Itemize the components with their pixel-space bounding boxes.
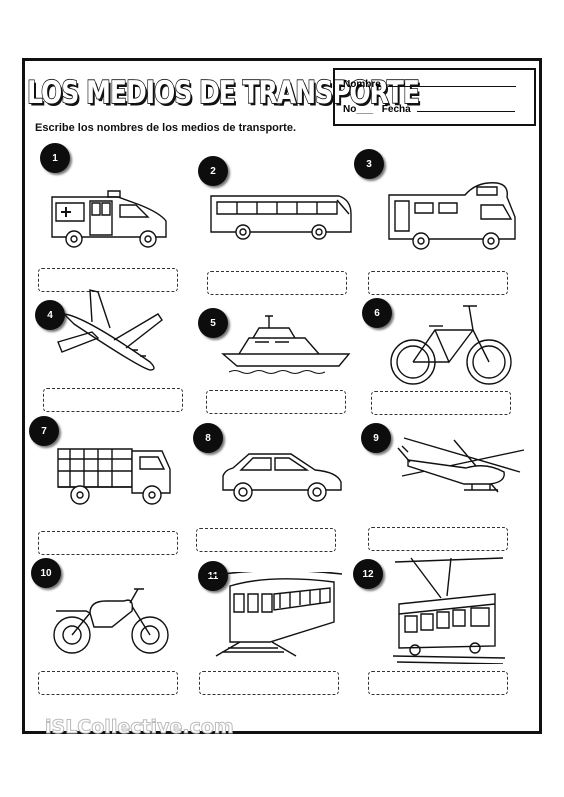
item-number-badge: 9 [361,423,391,453]
answer-box[interactable] [368,271,508,295]
name-label: Nombre [343,79,381,90]
boat-icon [219,310,353,376]
date-label: Fecha [381,104,411,115]
number-label: No___ [343,104,374,115]
truck-icon [54,443,176,509]
answer-box[interactable] [368,671,508,695]
date-field[interactable] [417,102,516,112]
item-number-badge: 5 [198,308,228,338]
answer-box[interactable] [199,671,339,695]
item-number-badge: 1 [40,143,70,173]
answer-box[interactable] [38,268,178,292]
train-icon [210,572,342,658]
answer-box[interactable] [371,391,511,415]
tram-icon [391,556,507,664]
item-number-badge: 7 [29,416,59,446]
item-number-badge: 8 [193,423,223,453]
page-title: LOS MEDIOS DE TRANSPORTE [26,73,420,111]
answer-box[interactable] [43,388,183,412]
item-number-badge: 4 [35,300,65,330]
airplane-icon [54,286,172,376]
helicopter-icon [394,432,528,500]
watermark-logo: iSLCollective.com [45,716,235,739]
answer-box[interactable] [368,527,508,551]
name-date-box: Nombre No___ Fecha [333,68,536,126]
instruction-text: Escribe los nombres de los medios de tra… [35,122,297,134]
item-number-badge: 2 [198,156,228,186]
camper-van-icon [385,177,519,253]
worksheet-border [22,58,542,734]
bus-icon [207,190,355,242]
name-field[interactable] [387,77,516,87]
answer-box[interactable] [196,528,336,552]
ambulance-icon [48,183,176,251]
item-number-badge: 6 [362,298,392,328]
item-number-badge: 10 [31,558,61,588]
answer-box[interactable] [207,271,347,295]
bicycle-icon [389,296,513,390]
item-number-badge: 3 [354,149,384,179]
answer-box[interactable] [38,671,178,695]
car-icon [219,450,345,504]
motorcycle-icon [50,583,174,657]
answer-box[interactable] [206,390,346,414]
item-number-badge: 12 [353,559,383,589]
answer-box[interactable] [38,531,178,555]
